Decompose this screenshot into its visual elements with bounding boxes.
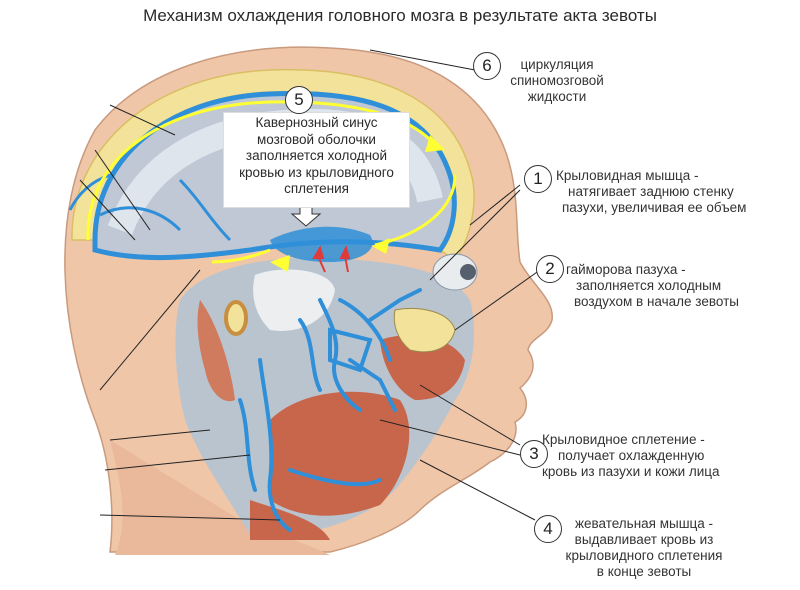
label-3-text: Крыловидное сплетение - получает охлажде… xyxy=(542,432,792,480)
label-2-text: гайморова пазуха - заполняется холодным … xyxy=(566,262,786,310)
arrow-head-right xyxy=(425,135,445,152)
label-5-line-5: сплетения xyxy=(284,181,349,196)
neck-muscle xyxy=(197,300,235,402)
label-5-text: Кавернозный синус мозговой оболочки запо… xyxy=(223,112,410,208)
leader-lines xyxy=(79,49,541,521)
marker-2: 2 xyxy=(536,255,564,283)
temporal-bone xyxy=(253,269,335,331)
label-3-line-3: кровь из пазухи и кожи лица xyxy=(542,464,720,479)
label-5-line-2: мозговой оболочки xyxy=(257,131,376,147)
label-6-text: циркуляция спиномозговой жидкости xyxy=(502,57,612,105)
pterygoid-muscle xyxy=(380,335,465,400)
ear-canal xyxy=(224,300,248,336)
label-3-line-2: получает охлажденную xyxy=(558,448,705,463)
label-3-line-1: Крыловидное сплетение - xyxy=(542,432,705,447)
label-4-line-4: в конце зевоты xyxy=(596,564,692,579)
label-4-line-3: крыловидного сплетения xyxy=(565,548,723,563)
marker-5: 5 xyxy=(285,86,313,114)
diagram-title: Механизм охлаждения головного мозга в ре… xyxy=(143,6,657,25)
warm-blood-arrows xyxy=(312,245,351,273)
label-2-line-1: гайморова пазуха - xyxy=(566,262,686,277)
label-4-line-2: выдавливает кровь из xyxy=(574,532,714,547)
iris xyxy=(460,264,476,280)
masseter-muscle xyxy=(270,391,410,516)
arrow-head-left xyxy=(270,255,290,272)
label-2-line-2: заполняется холодным xyxy=(576,278,722,293)
maxillary-sinus xyxy=(393,307,456,353)
eye xyxy=(432,253,478,291)
label-4-line-1: жевательная мышца - xyxy=(574,516,714,531)
neck xyxy=(110,440,330,555)
label-4-text: жевательная мышца - выдавливает кровь из… xyxy=(554,516,734,580)
label-5-line-3: заполняется холодной xyxy=(245,148,388,163)
label-1-line-1: Крыловидная мышца - xyxy=(556,168,699,183)
marker-6: 6 xyxy=(473,52,501,80)
marker-1: 1 xyxy=(524,165,552,193)
label-6-line-2: спиномозговой xyxy=(510,73,604,88)
label-5-line-1: Кавернозный синус xyxy=(255,115,378,130)
lower-muscle xyxy=(250,500,330,540)
arrow-head-center xyxy=(372,238,390,254)
label-5-line-4: кровью из крыловидного xyxy=(239,164,394,180)
label-2-line-3: воздухом в начале зевоты xyxy=(574,294,739,309)
label-6-line-3: жидкости xyxy=(527,89,587,104)
label-1-line-2: натягивает заднюю стенку xyxy=(568,184,734,199)
label-6-line-1: циркуляция xyxy=(520,57,594,72)
marker-4: 4 xyxy=(534,515,562,543)
marker-3: 3 xyxy=(520,440,548,468)
label-1-line-3: пазухи, увеличивая ее объем xyxy=(562,200,747,215)
label-1-text: Крыловидная мышца - натягивает заднюю ст… xyxy=(556,168,796,216)
pterygoid-plexus xyxy=(238,288,422,532)
